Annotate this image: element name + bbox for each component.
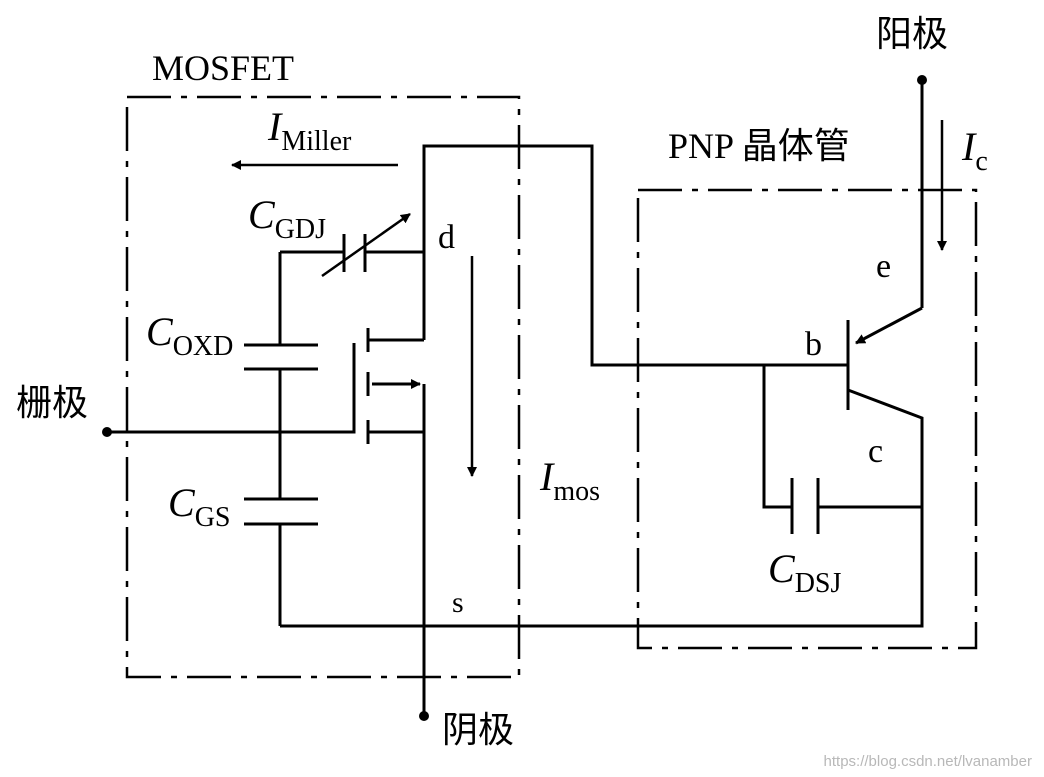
gate-wire xyxy=(107,343,356,434)
c-oxd-label: COXD xyxy=(146,309,233,362)
pnp-collector-lead xyxy=(847,388,924,507)
drain-to-base-wire xyxy=(422,144,848,367)
mosfet-boundary xyxy=(125,95,521,679)
drain-label: d xyxy=(438,219,455,256)
gate-label: 栅极 xyxy=(16,383,88,423)
c-gdj-variable-arrow xyxy=(321,212,411,278)
pnp-emitter-arrow xyxy=(855,306,923,345)
c-dsj-label: CDSJ xyxy=(768,546,841,599)
watermark-text: https://blog.csdn.net/lvanamber xyxy=(824,753,1032,770)
c-gs-label: CGS xyxy=(168,480,230,533)
collector-current-label: Ic xyxy=(961,124,988,177)
collector-label: c xyxy=(868,433,883,470)
cathode-label: 阴极 xyxy=(442,710,514,750)
emitter-label: e xyxy=(876,248,891,285)
cathode-terminal xyxy=(419,711,429,721)
mosfet-block-label: MOSFET xyxy=(152,48,294,88)
c-dsj-left-lead xyxy=(762,365,792,509)
c-gdj-label: CGDJ xyxy=(248,192,326,245)
pnp-boundary xyxy=(636,188,978,650)
pnp-block-label: PNP 晶体管 xyxy=(668,126,850,166)
source-label: s xyxy=(452,586,464,619)
anode-terminal xyxy=(917,75,927,85)
mos-current-label: Imos xyxy=(539,454,600,507)
base-label: b xyxy=(805,326,822,363)
anode-label: 阳极 xyxy=(876,14,948,54)
bottom-bus-wire xyxy=(280,507,924,628)
miller-current-label: IMiller xyxy=(267,104,352,157)
